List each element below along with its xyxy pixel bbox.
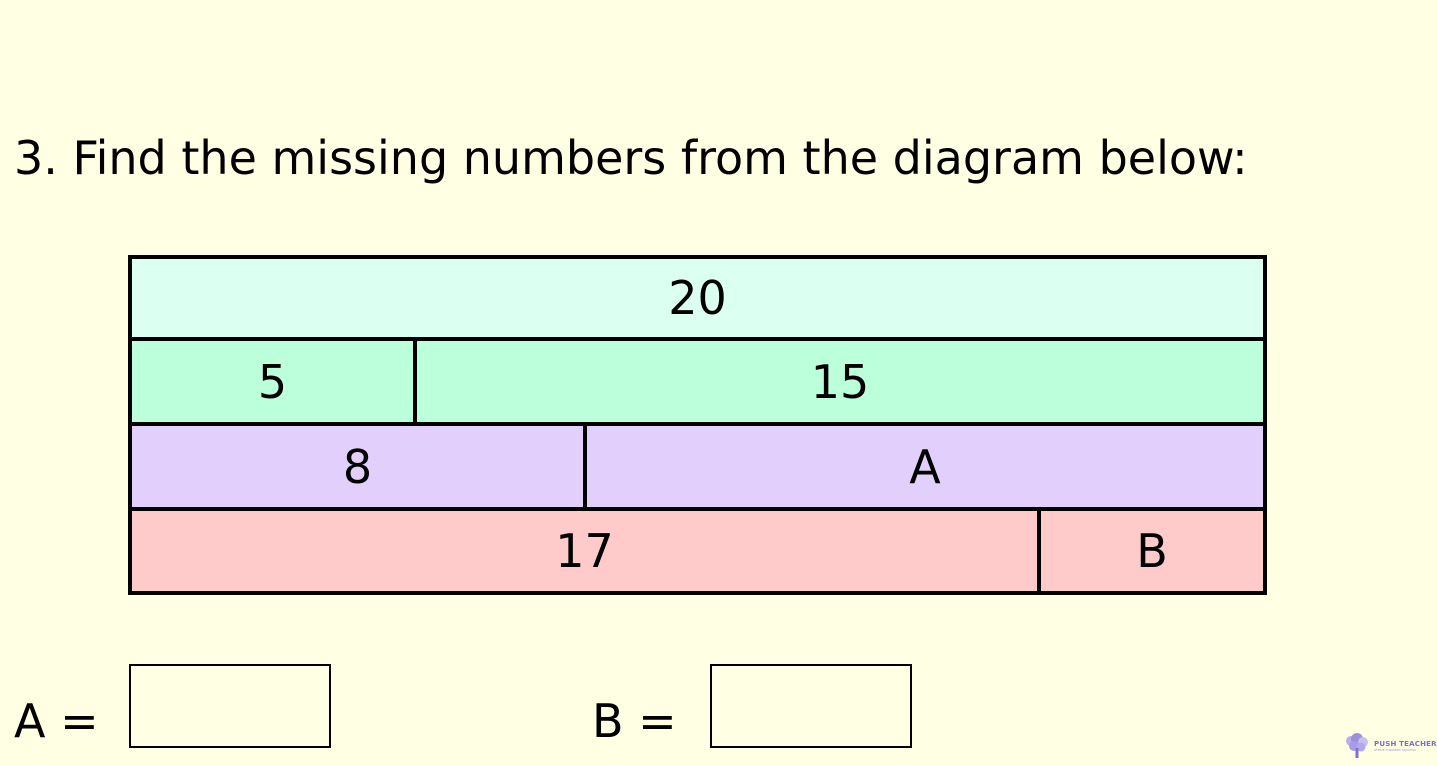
bar-cell-part: 17 — [128, 507, 1041, 595]
bar-cell-label: 15 — [810, 354, 870, 409]
bar-cell-whole: 20 — [128, 255, 1267, 341]
answer-a-label: A = — [14, 694, 99, 748]
bar-cell-part: 15 — [413, 337, 1267, 426]
logo-tagline: STRIVE TOWARDS SUCCESS — [1374, 747, 1416, 752]
tree-icon — [1346, 733, 1368, 758]
bar-cell-label: A — [909, 439, 941, 494]
push-teacher-logo: PUSH TEACHER STRIVE TOWARDS SUCCESS — [1343, 732, 1437, 760]
answer-a-input[interactable] — [129, 664, 331, 748]
bar-cell-part: 8 — [128, 422, 587, 511]
bar-cell-label: 8 — [342, 439, 373, 494]
question-text: 3. Find the missing numbers from the dia… — [14, 131, 1248, 185]
bar-cell-label: 5 — [257, 354, 288, 409]
bar-cell-label: 17 — [555, 524, 614, 578]
bar-cell-unknown-b: B — [1037, 507, 1267, 595]
answer-b-label: B = — [592, 694, 677, 748]
bar-cell-part: 5 — [128, 337, 417, 426]
bar-model-diagram: 20 5 15 8 A 17 B — [128, 255, 1267, 595]
bar-cell-label: B — [1136, 524, 1168, 578]
bar-cell-label: 20 — [668, 271, 727, 325]
bar-cell-unknown-a: A — [583, 422, 1267, 511]
answer-b-input[interactable] — [710, 664, 912, 748]
logo-wordmark: PUSH TEACHER — [1374, 739, 1437, 748]
